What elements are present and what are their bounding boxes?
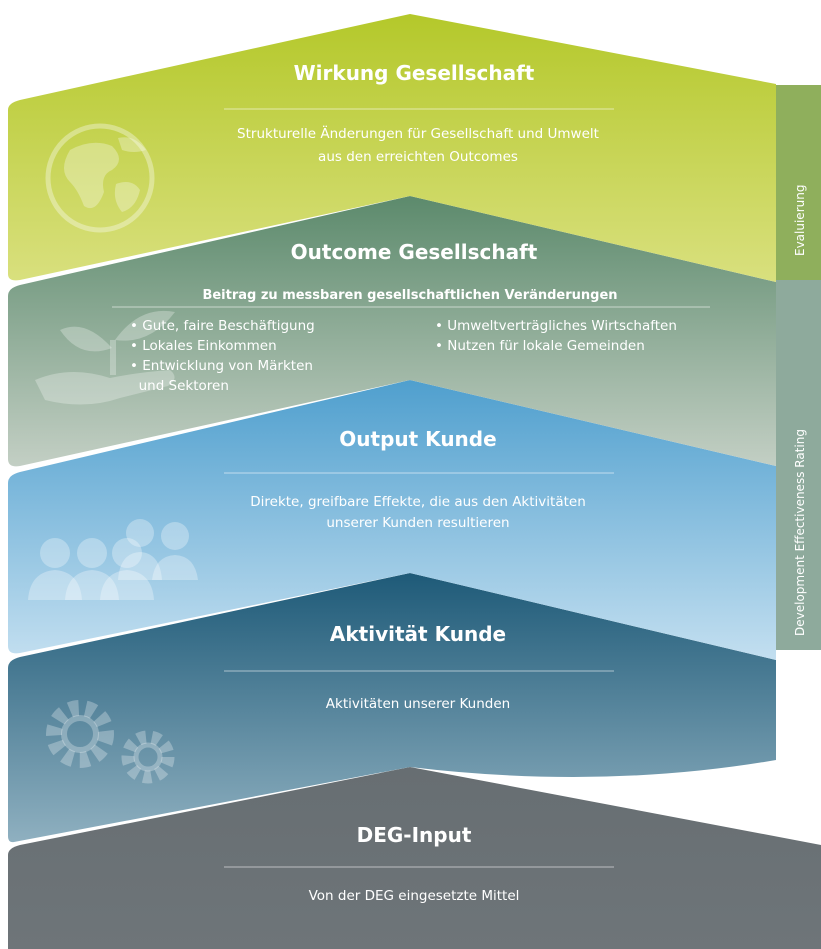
wirkung-title: Wirkung Gesellschaft: [294, 61, 535, 85]
output-desc-line-2: unserer Kunden resultieren: [326, 515, 509, 531]
globe-icon: [45, 123, 155, 233]
rating-side-bar: [776, 280, 821, 650]
outcome-bullet-left-1: • Gute, faire Beschäftigung: [130, 318, 315, 334]
evaluation-label: Evaluierung: [793, 185, 807, 256]
deg-input-title: DEG-Input: [357, 823, 472, 847]
aktivitaet-title: Aktivität Kunde: [330, 622, 506, 646]
wirkung-desc-line-1: Strukturelle Änderungen für Gesellschaft…: [237, 124, 599, 142]
deg-input-desc: Von der DEG eingesetzte Mittel: [309, 888, 520, 904]
outcome-bullet-right-2: • Nutzen für lokale Gemeinden: [435, 338, 645, 354]
aktivitaet-band: [8, 573, 776, 843]
level-output-kunde: [8, 380, 776, 660]
outcome-bullet-left-3: • Entwicklung von Märkten: [130, 358, 313, 374]
level-outcome-gesellschaft: [8, 196, 776, 467]
output-desc-line-1: Direkte, greifbare Effekte, die aus den …: [250, 494, 586, 510]
outcome-title: Outcome Gesellschaft: [291, 240, 538, 264]
rating-label: Development Effectiveness Rating: [793, 429, 807, 636]
level-wirkung-gesellschaft: [8, 14, 776, 282]
wirkung-band: [8, 14, 776, 282]
level-aktivitaet-kunde: [8, 573, 776, 843]
output-band: [8, 380, 776, 660]
level-deg-input: [8, 767, 821, 949]
outcome-bullet-right-1: • Umweltverträgliches Wirtschaften: [435, 318, 677, 334]
people-group-icon: [28, 519, 198, 600]
outcome-band: [8, 196, 776, 467]
evaluation-side-bar: [776, 85, 821, 280]
aktivitaet-desc: Aktivitäten unserer Kunden: [326, 696, 510, 712]
plant-in-hand-icon: [35, 310, 175, 405]
deg-input-band: [8, 767, 821, 949]
gears-icon: [46, 700, 175, 784]
output-title: Output Kunde: [339, 427, 496, 451]
outcome-bullet-left-2: • Lokales Einkommen: [130, 338, 277, 354]
wirkung-desc-line-2: aus den erreichten Outcomes: [318, 149, 518, 165]
outcome-bullet-left-4: und Sektoren: [130, 378, 229, 394]
outcome-subtitle: Beitrag zu messbaren gesellschaftlichen …: [202, 288, 617, 303]
